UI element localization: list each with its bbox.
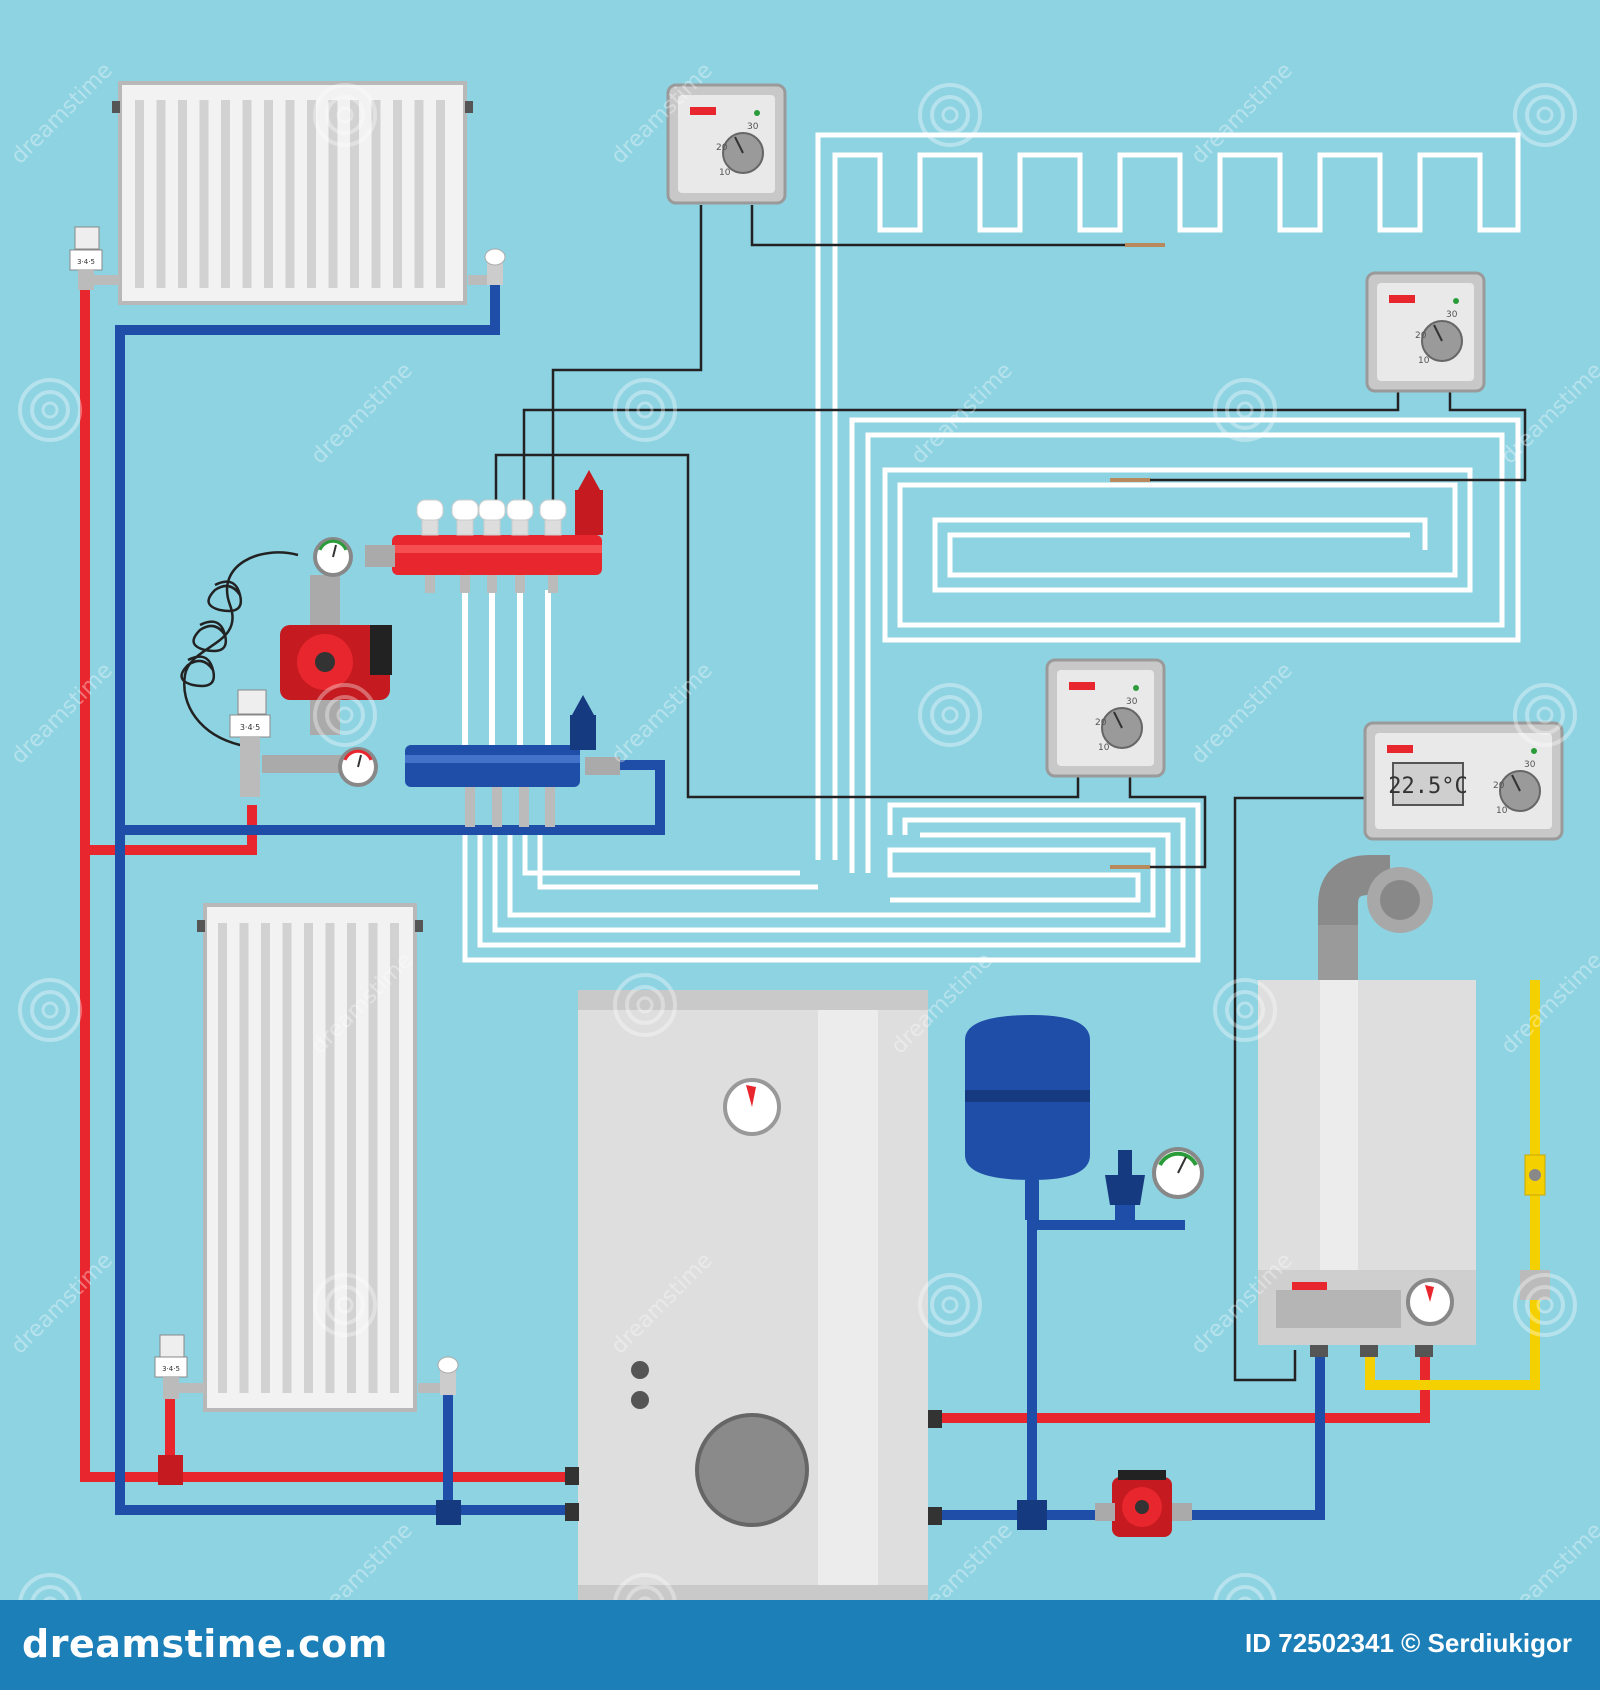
bottom-coil xyxy=(462,802,1201,963)
status-indicator xyxy=(1389,295,1415,303)
manifold-return xyxy=(405,695,620,827)
power-led xyxy=(1531,748,1537,754)
circulation-pump-manifold xyxy=(262,575,392,773)
hot-pipes xyxy=(80,285,1430,1482)
watermark-logo-icon xyxy=(313,1273,377,1337)
thermostats: 30 20 10 30 20 10 30 20 10 30 20 10 22.5°C xyxy=(666,83,1564,841)
dial-scale-label: 20 xyxy=(1415,331,1427,341)
status-indicator xyxy=(1387,745,1413,753)
watermark-logo-icon xyxy=(1213,978,1277,1042)
watermark-logo-icon xyxy=(918,1273,982,1337)
water-tank xyxy=(565,990,942,1605)
watermark-logo-icon xyxy=(918,683,982,747)
mixing-thermo-valve[interactable]: 3·4·5 xyxy=(229,689,271,797)
status-indicator xyxy=(690,107,716,115)
power-led xyxy=(1133,685,1139,691)
gas-boiler xyxy=(1258,855,1476,1357)
dial-scale-label: 10 xyxy=(1418,356,1430,366)
dial-scale-label: 20 xyxy=(1095,718,1107,728)
dial-scale-label: 10 xyxy=(1496,806,1508,816)
watermark-logo-icon xyxy=(313,683,377,747)
thermostat-t3[interactable]: 30 20 10 xyxy=(1045,658,1166,778)
lcd-temperature: 22.5°C xyxy=(1388,774,1467,799)
floor-heating-coils xyxy=(462,132,1521,963)
radiator-return-valve-bottom[interactable] xyxy=(418,1356,459,1395)
watermark-logo-icon xyxy=(313,83,377,147)
pressure-gauge-return xyxy=(338,747,378,787)
watermark-logo-icon xyxy=(1213,378,1277,442)
footer-site[interactable]: dreamstime.com xyxy=(22,1622,388,1666)
tank-temperature-gauge xyxy=(723,1078,781,1136)
power-led xyxy=(754,110,760,116)
circulation-pump-boiler xyxy=(1095,1470,1192,1537)
watermark-logo-icon xyxy=(918,83,982,147)
dial-scale-label: 20 xyxy=(1493,781,1505,791)
dial-scale-label: 10 xyxy=(719,168,731,178)
manifold-supply xyxy=(365,470,603,593)
manifold-loop-pipes xyxy=(462,590,551,765)
footer-bar: dreamstime.com ID 72502341 © Serdiukigor xyxy=(0,1600,1600,1690)
thermostat-t4[interactable]: 30 20 10 22.5°C xyxy=(1363,721,1564,841)
radiator-thermo-valve-top[interactable]: 3·4·5 xyxy=(69,226,120,290)
power-led xyxy=(1453,298,1459,304)
radiator-bottom xyxy=(197,903,423,1412)
thermostat-t2[interactable]: 30 20 10 xyxy=(1365,271,1486,393)
top-serpentine-coil xyxy=(815,132,1521,860)
dial-scale-label: 30 xyxy=(1446,310,1458,320)
watermark-logo-icon xyxy=(18,978,82,1042)
hot-tee-fitting xyxy=(158,1455,183,1485)
tank-port xyxy=(631,1391,649,1409)
watermark-logo-icon xyxy=(613,973,677,1037)
dial-scale-label: 20 xyxy=(716,143,728,153)
valve-scale-label: 3·4·5 xyxy=(240,723,260,732)
radiator-top xyxy=(112,81,473,305)
watermark-logo-icon xyxy=(1513,1273,1577,1337)
control-wires xyxy=(180,205,1527,1382)
dial-scale-label: 30 xyxy=(1524,760,1536,770)
safety-group xyxy=(1105,1147,1204,1230)
cold-tee-fitting xyxy=(1017,1500,1047,1530)
watermark-logo-icon xyxy=(1513,683,1577,747)
valve-scale-label: 3·4·5 xyxy=(162,1365,180,1373)
valve-scale-label: 3·4·5 xyxy=(77,258,95,266)
radiator-return-valve-top[interactable] xyxy=(468,248,506,285)
footer-credit: ID 72502341 © Serdiukigor xyxy=(1245,1628,1572,1658)
dial-scale-label: 30 xyxy=(1126,697,1138,707)
thermostat-t1[interactable]: 30 20 10 xyxy=(666,83,787,205)
watermark-logo-icon xyxy=(613,378,677,442)
pressure-gauge-supply xyxy=(313,537,353,577)
cold-tee-fitting xyxy=(436,1500,461,1525)
lcd-screen xyxy=(1392,762,1464,806)
radiator-thermo-valve-bottom[interactable]: 3·4·5 xyxy=(154,1334,205,1399)
dial-scale-label: 10 xyxy=(1098,743,1110,753)
status-indicator xyxy=(1069,682,1095,690)
tank-inspection-hatch xyxy=(695,1413,809,1527)
dial-scale-label: 30 xyxy=(747,122,759,132)
floor-sensors xyxy=(1110,243,1165,869)
gas-valve[interactable] xyxy=(1520,1154,1550,1300)
watermark-logo-icon xyxy=(1513,83,1577,147)
middle-spiral-coil xyxy=(849,417,1521,873)
tank-port xyxy=(631,1361,649,1379)
expansion-tank xyxy=(965,1015,1090,1220)
watermark-logo-icon xyxy=(18,378,82,442)
